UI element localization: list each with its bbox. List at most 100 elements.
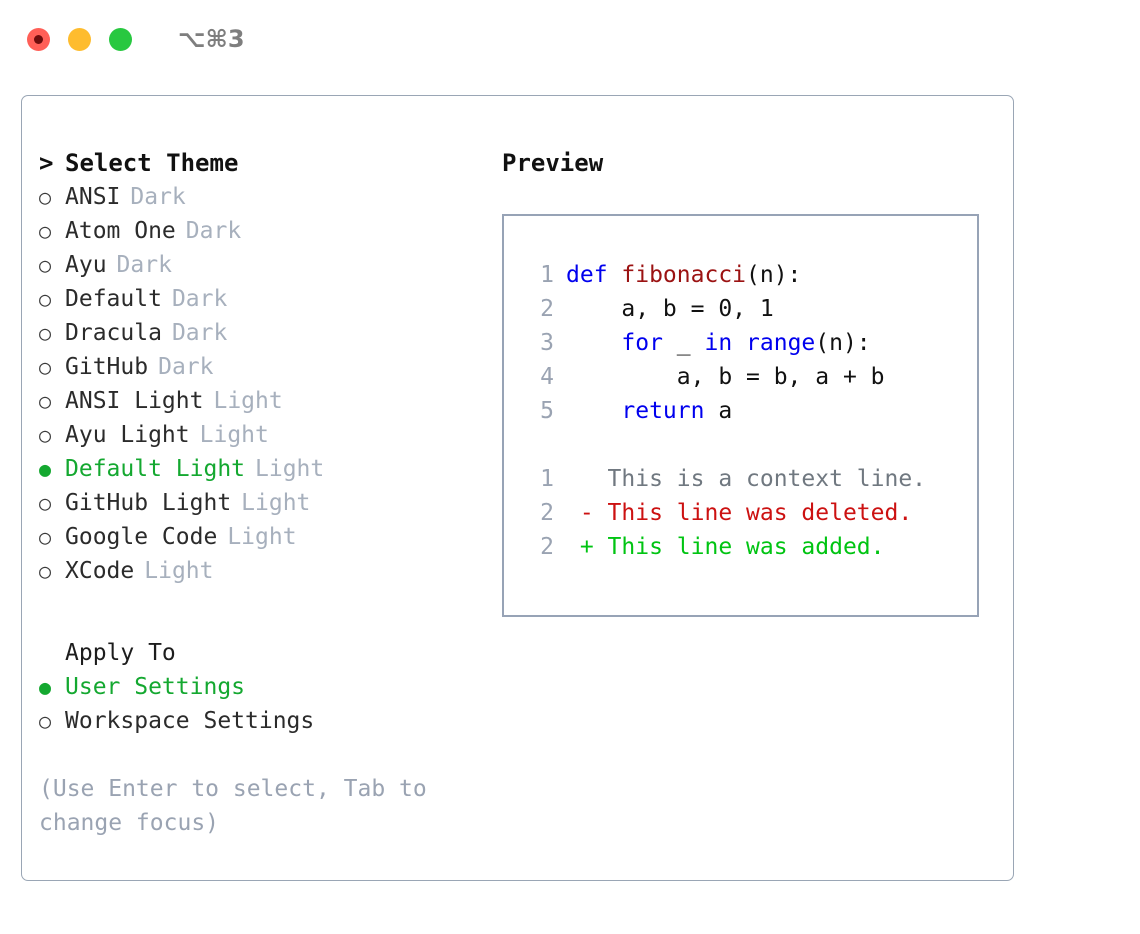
theme-list-item[interactable]: ○ GitHub Dark (39, 350, 479, 384)
code-token: - This line was deleted. (566, 500, 913, 526)
code-text: return a (566, 394, 732, 428)
prompt-caret-icon: > (39, 149, 54, 177)
hint-spacer (39, 738, 479, 772)
preview-title: Preview (502, 149, 604, 177)
theme-list-item[interactable]: ○ Default Dark (39, 282, 479, 316)
keyboard-shortcut-label: ⌥⌘3 (178, 25, 245, 53)
radio-unselected-icon[interactable]: ○ (39, 219, 52, 243)
code-text: a, b = b, a + b (566, 360, 885, 394)
theme-list-item[interactable]: ○ Atom One Dark (39, 214, 479, 248)
theme-name-label: Dracula (65, 320, 162, 346)
theme-variant-badge: Light (199, 422, 269, 448)
title-bar: ⌥⌘3 (0, 0, 1140, 78)
code-token: for (621, 330, 663, 356)
theme-name-label: Atom One (65, 218, 176, 244)
code-text: def fibonacci(n): (566, 258, 801, 292)
theme-list-item[interactable]: ○ XCode Light (39, 554, 479, 588)
theme-variant-badge: Light (144, 558, 214, 584)
code-token: a (704, 398, 733, 424)
diff-line: 2 + This line was added. (520, 530, 977, 564)
theme-variant-badge: Dark (185, 218, 242, 244)
theme-list-item[interactable]: ○ Ayu Light Light (39, 418, 479, 452)
diff-line: 1 This is a context line. (520, 462, 977, 496)
code-text: This is a context line. (566, 462, 927, 496)
apply-to-label-text: Workspace Settings (65, 708, 315, 734)
radio-unselected-icon[interactable]: ○ (39, 709, 52, 733)
code-token: (n): (746, 262, 802, 288)
radio-unselected-icon[interactable]: ○ (39, 321, 52, 345)
radio-unselected-icon[interactable]: ○ (39, 491, 52, 515)
radio-unselected-icon[interactable]: ○ (39, 253, 52, 277)
radio-selected-icon[interactable]: ● (39, 675, 52, 699)
code-text: a, b = 0, 1 (566, 292, 773, 326)
theme-variant-badge: Light (241, 490, 311, 516)
apply-to-item[interactable]: ● User Settings (39, 670, 479, 704)
line-number: 2 (540, 296, 554, 322)
keyboard-hint-text: (Use Enter to select, Tab to change focu… (39, 776, 441, 836)
code-token (566, 398, 621, 424)
line-number: 2 (540, 534, 554, 560)
code-text: for _ in range(n): (566, 326, 870, 360)
theme-name-label: GitHub (65, 354, 149, 380)
radio-unselected-icon[interactable]: ○ (39, 287, 52, 311)
line-number: 1 (540, 262, 554, 288)
close-button-icon[interactable] (27, 27, 50, 51)
select-theme-heading: > Select Theme (39, 146, 479, 180)
radio-unselected-icon[interactable]: ○ (39, 355, 52, 379)
theme-name-label: ANSI Light (65, 388, 204, 414)
theme-name-label: Ayu Light (65, 422, 190, 448)
diff-line: 2 - This line was deleted. (520, 496, 977, 530)
radio-unselected-icon[interactable]: ○ (39, 185, 52, 209)
code-token: fibonacci (621, 262, 747, 288)
code-token: a, b = b, a + b (566, 364, 885, 390)
apply-to-label: Apply To (65, 640, 176, 666)
theme-name-label: Google Code (65, 524, 218, 550)
radio-unselected-icon[interactable]: ○ (39, 423, 52, 447)
diff-sample: 1 This is a context line.2 - This line w… (520, 462, 977, 564)
code-text: - This line was deleted. (566, 496, 912, 530)
theme-list-item[interactable]: ○ ANSI Light Light (39, 384, 479, 418)
theme-name-label: Ayu (65, 252, 107, 278)
apply-to-label-text: User Settings (65, 674, 246, 700)
code-token (566, 330, 621, 356)
select-theme-heading-label: Select Theme (65, 149, 239, 177)
apply-to-list: ● User Settings ○ Workspace Settings (39, 670, 479, 738)
code-token: _ (662, 330, 705, 356)
minimize-button-icon[interactable] (68, 27, 91, 51)
radio-unselected-icon[interactable]: ○ (39, 559, 52, 583)
maximize-button-icon[interactable] (109, 27, 132, 51)
theme-name-label: Default (65, 286, 162, 312)
line-number: 3 (540, 330, 554, 356)
theme-variant-badge: Dark (171, 286, 228, 312)
code-token: This is a context line. (566, 466, 927, 492)
code-token: def (566, 262, 622, 288)
section-spacer (39, 588, 479, 636)
radio-selected-icon[interactable]: ● (39, 457, 52, 481)
code-line: 1 def fibonacci(n): (520, 258, 977, 292)
line-number: 4 (540, 364, 554, 390)
theme-variant-badge: Light (213, 388, 283, 414)
code-token: return (621, 398, 705, 424)
code-diff-separator (520, 428, 977, 462)
radio-unselected-icon[interactable]: ○ (39, 389, 52, 413)
apply-to-item[interactable]: ○ Workspace Settings (39, 704, 479, 738)
theme-name-label: XCode (65, 558, 135, 584)
theme-variant-badge: Dark (158, 354, 214, 380)
code-token: + This line was added. (566, 534, 885, 560)
line-number: 1 (540, 466, 554, 492)
radio-unselected-icon[interactable]: ○ (39, 525, 52, 549)
line-number: 5 (540, 398, 554, 424)
code-line: 4 a, b = b, a + b (520, 360, 977, 394)
window-controls (27, 27, 132, 51)
code-line: 2 a, b = 0, 1 (520, 292, 977, 326)
line-number: 2 (540, 500, 554, 526)
